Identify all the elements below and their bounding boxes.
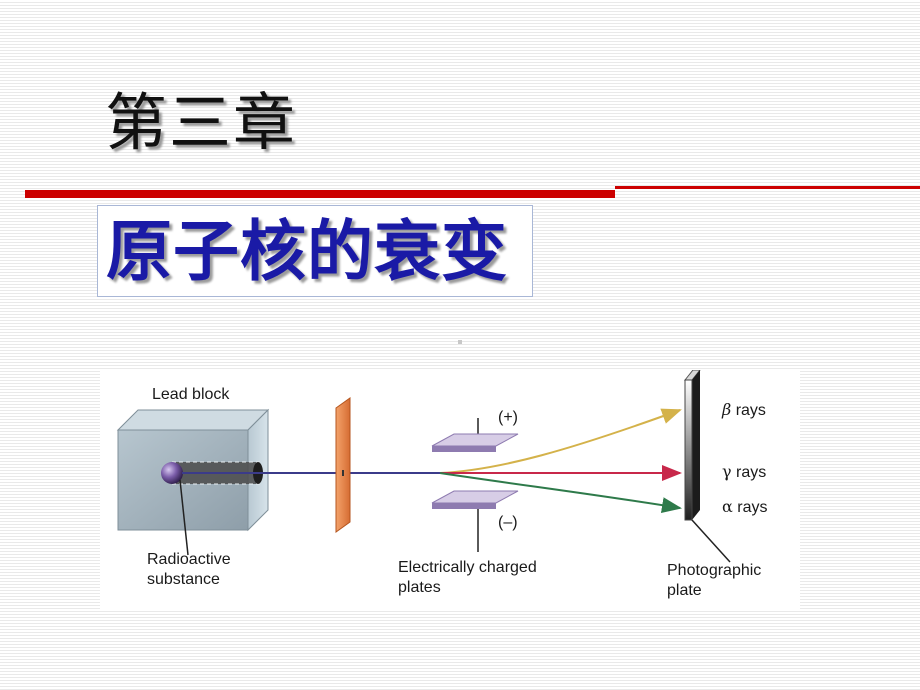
decorative-dot (458, 340, 462, 344)
label-beta-rays: β rays (722, 400, 766, 421)
beta-symbol: β (722, 400, 732, 419)
label-gamma-rays: γ rays (722, 462, 766, 483)
label-minus: (–) (498, 514, 518, 531)
lead-block (116, 408, 270, 532)
plate-leader (691, 519, 731, 563)
collimator-screen (335, 397, 351, 533)
title-box: 原子核的衰变 (97, 205, 533, 297)
label-alpha-rays: α rays (722, 497, 768, 518)
alpha-rays-text: rays (737, 499, 768, 516)
slide-title: 原子核的衰变 (106, 213, 508, 290)
label-charged-plates: Electrically charged plates (398, 559, 537, 596)
beta-rays-text: rays (735, 402, 766, 419)
alpha-ray (439, 472, 682, 514)
chapter-heading: 第三章 (105, 86, 298, 159)
radiation-diagram: Lead block (+) (–) β rays γ rays α rays … (100, 370, 800, 610)
charged-plates (431, 418, 519, 552)
beta-ray (439, 408, 682, 474)
gamma-symbol: γ (722, 462, 732, 481)
radioactive-source (161, 462, 183, 484)
label-radioactive-substance: Radioactive substance (147, 551, 231, 588)
gamma-rays-text: rays (736, 464, 767, 481)
label-lead-block: Lead block (152, 386, 230, 403)
title-rule-left (25, 190, 615, 198)
substance-leader (179, 479, 189, 556)
diagram-graphics (116, 370, 731, 563)
label-plus: (+) (498, 409, 518, 426)
label-photographic-plate: Photographic plate (667, 562, 762, 599)
alpha-symbol: α (722, 497, 733, 516)
title-rule-right (615, 186, 920, 189)
photographic-plate (683, 370, 701, 521)
